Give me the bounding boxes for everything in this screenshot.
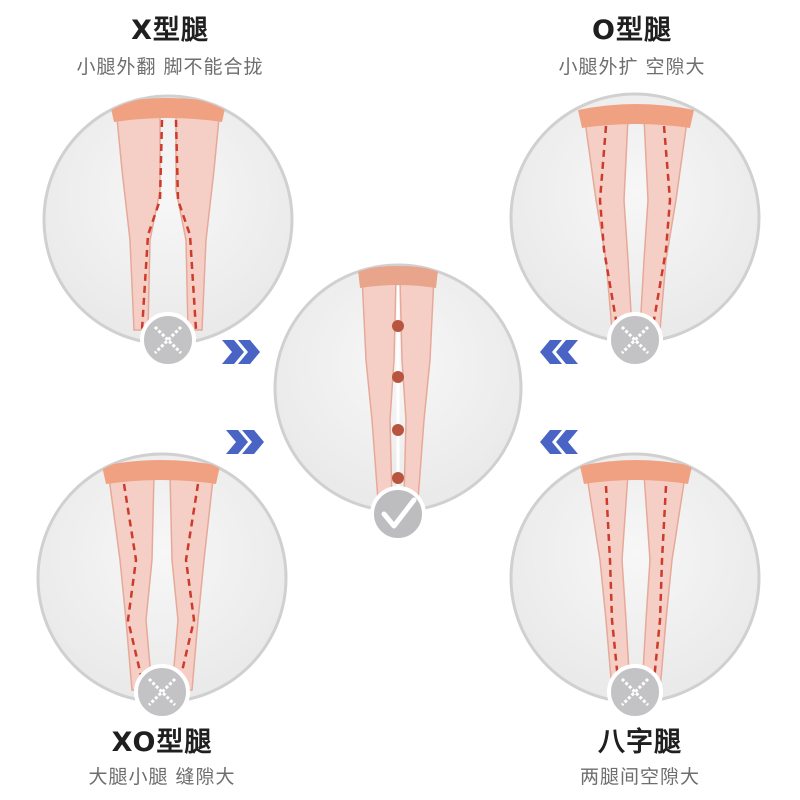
alignment-dot xyxy=(392,320,404,332)
x-leg-circle xyxy=(42,94,294,346)
check-icon xyxy=(370,486,426,542)
alignment-dot xyxy=(392,472,404,484)
x-leg-title: X型腿 xyxy=(131,15,209,46)
xo-leg-thigh-band xyxy=(102,460,220,484)
o-leg-panel xyxy=(509,92,761,368)
o-leg-subtitle: 小腿外扩 空隙大 xyxy=(558,56,706,78)
chevron-double-icon xyxy=(540,430,578,454)
x-leg-thigh-band xyxy=(110,98,226,122)
cross-icon xyxy=(140,312,196,368)
ba-leg-thigh-band xyxy=(580,460,692,484)
o-leg-thigh-band xyxy=(578,104,694,128)
ba-leg-subtitle: 两腿间空隙大 xyxy=(579,766,700,788)
chevron-double-icon xyxy=(222,340,260,364)
xo-leg-subtitle: 大腿小腿 缝隙大 xyxy=(88,766,236,788)
xo-leg-figure xyxy=(102,460,220,691)
chevron-double-icon xyxy=(226,430,264,454)
xo-leg-panel xyxy=(36,452,288,720)
straight-leg-panel xyxy=(273,263,523,542)
cross-icon xyxy=(134,664,190,720)
alignment-dot xyxy=(392,424,404,436)
xo-leg-title: XO型腿 xyxy=(111,727,213,758)
cross-icon xyxy=(607,312,663,368)
o-leg-title: O型腿 xyxy=(592,15,672,46)
o-leg-circle xyxy=(509,92,761,344)
straight-leg-thigh-band xyxy=(358,266,438,288)
cross-icon xyxy=(607,664,663,720)
ba-leg-title: 八字腿 xyxy=(598,727,682,758)
alignment-dot xyxy=(392,371,404,383)
ba-leg-figure xyxy=(580,460,692,691)
x-leg-panel xyxy=(42,94,294,368)
chevron-double-icon xyxy=(540,340,578,364)
x-leg-subtitle: 小腿外翻 脚不能合拢 xyxy=(76,56,264,78)
ba-leg-panel xyxy=(509,452,761,720)
